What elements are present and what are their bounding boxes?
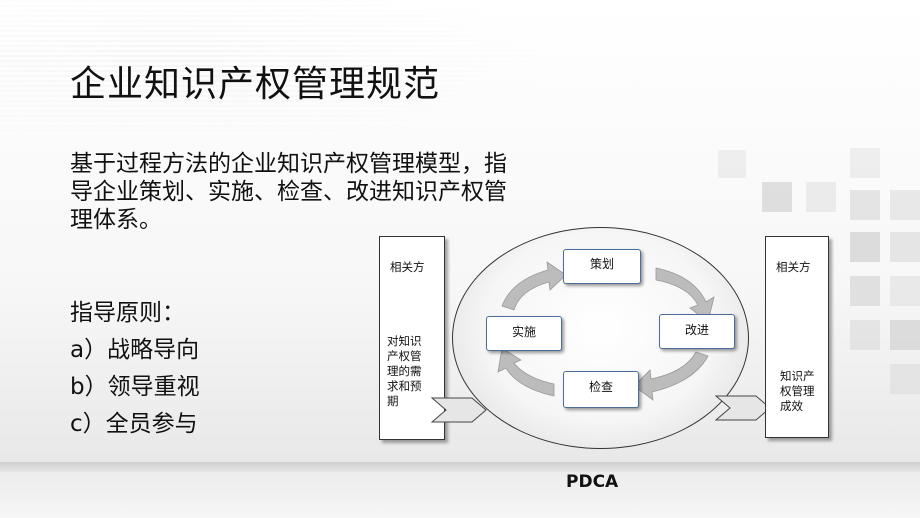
step-check-box: 检查 [563,371,639,408]
step-do-box: 实施 [486,316,562,351]
world-map-watermark [0,0,560,150]
desc-line: 求和预 [387,379,422,393]
desc-line: 对知识 [387,334,422,348]
left-stakeholder-box: 相关方 对知识 产权管 理的需 求和预 期 [379,236,445,440]
desc-line: 成效 [780,399,803,413]
cycle-arrow-icon [633,351,709,401]
desc-line: 期 [387,394,399,408]
floor [0,472,920,518]
floor-band [0,462,920,472]
principle-item: a）战略导向 [70,337,200,363]
step-act-label: 改进 [684,323,709,337]
step-act-box: 改进 [659,314,735,349]
principles-heading: 指导原则： [70,300,185,326]
left-stakeholder-desc: 对知识 产权管 理的需 求和预 期 [387,334,441,409]
output-arrow-icon [714,395,771,421]
desc-line: 权管理 [780,384,815,398]
left-stakeholder-label: 相关方 [390,260,425,274]
pdca-caption: PDCA [566,472,619,492]
desc-line: 知识产 [780,369,815,383]
step-plan-box: 策划 [563,249,641,284]
principles-list: 指导原则： a）战略导向 b）领导重视 c）全员参与 [70,298,200,446]
cycle-arrow-icon [501,261,567,311]
cycle-arrow-icon [497,347,555,397]
principle-item: c）全员参与 [70,411,198,437]
desc-line: 产权管 [387,349,422,363]
desc-line: 理的需 [387,364,422,378]
right-stakeholder-desc: 知识产 权管理 成效 [780,369,828,414]
step-do-label: 实施 [511,325,536,339]
principle-item: b）领导重视 [70,374,200,400]
step-check-label: 检查 [588,380,613,394]
input-arrow-icon [430,397,487,423]
slide-title: 企业知识产权管理规范 [70,64,441,105]
right-stakeholder-box: 相关方 知识产 权管理 成效 [765,236,829,438]
intro-text: 基于过程方法的企业知识产权管理模型，指导企业策划、实施、检查、改进知识产权管理体… [70,151,507,233]
step-plan-label: 策划 [589,257,614,271]
right-stakeholder-label: 相关方 [776,260,811,274]
